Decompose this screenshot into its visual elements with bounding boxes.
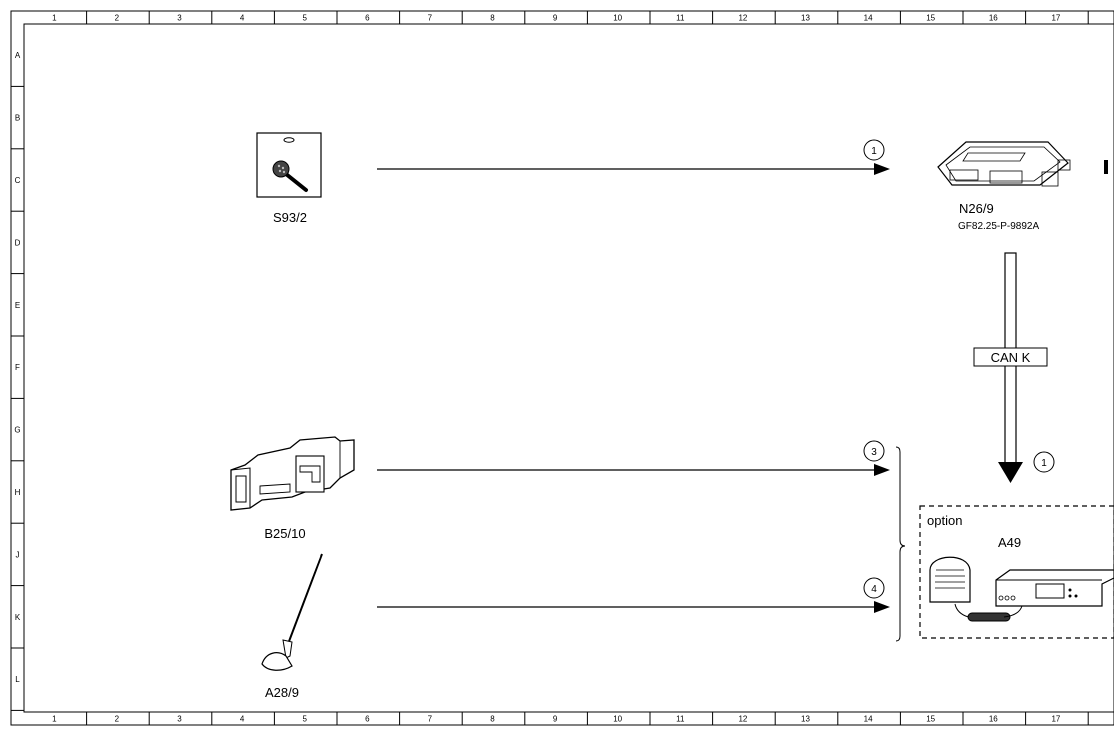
s93-2-knob-icon [272, 160, 290, 178]
column-grid: 1122334455667788991010111112121313141415… [52, 11, 1089, 725]
column-label-top: 3 [177, 14, 182, 23]
column-label-top: 1 [52, 14, 57, 23]
s93-2-frame [256, 132, 322, 198]
column-label-bottom: 1 [52, 715, 57, 724]
row-label: G [14, 426, 20, 435]
s93-2-component: S93/2 [256, 132, 322, 225]
column-label-top: 4 [240, 14, 245, 23]
can-bus-label: CAN K [991, 350, 1031, 365]
row-label: K [15, 613, 21, 622]
n26-9-connector [949, 169, 979, 181]
column-label-top: 10 [613, 14, 622, 23]
a28-9-component: A28/9 [261, 553, 323, 700]
column-label-top: 5 [302, 14, 307, 23]
column-label-bottom: 7 [428, 715, 433, 724]
column-label-bottom: 15 [926, 715, 935, 724]
a28-9-base [261, 652, 293, 671]
column-label-bottom: 12 [738, 715, 747, 724]
column-label-top: 8 [490, 14, 495, 23]
column-label-bottom: 10 [613, 715, 622, 724]
row-label: L [15, 675, 20, 684]
column-label-bottom: 16 [989, 715, 998, 724]
b25-10-component: B25/10 [230, 436, 355, 541]
column-label-top: 13 [801, 14, 810, 23]
marker-1-bus: 1 [1033, 451, 1055, 473]
column-label-top: 12 [738, 14, 747, 23]
column-label-bottom: 6 [365, 715, 370, 724]
column-label-top: 9 [553, 14, 558, 23]
a49-label: A49 [998, 535, 1021, 550]
can-bus-arrowhead [998, 462, 1023, 483]
b25-10-label: B25/10 [264, 526, 305, 541]
row-label: D [15, 238, 21, 247]
n26-9-component: N26/9 GF82.25-P-9892A [937, 141, 1108, 232]
signal-arrow-1 [377, 163, 890, 175]
n26-9-housing [937, 141, 1069, 186]
inner-frame [23, 23, 1114, 713]
a49-cable [967, 612, 1011, 622]
column-label-bottom: 13 [801, 715, 810, 724]
outer-frame [10, 10, 1114, 726]
signal-arrow-3 [377, 464, 890, 476]
column-label-top: 14 [864, 14, 873, 23]
b25-10-connector [295, 455, 325, 493]
svg-text:1: 1 [1041, 458, 1047, 469]
svg-text:1: 1 [871, 146, 877, 157]
s93-2-indicator-icon [283, 137, 295, 143]
row-label: A [15, 51, 21, 60]
row-label: F [15, 363, 20, 372]
s93-2-label: S93/2 [273, 210, 307, 225]
signal-arrow-4 [377, 601, 890, 613]
column-label-bottom: 8 [490, 715, 495, 724]
column-label-bottom: 14 [864, 715, 873, 724]
column-label-top: 6 [365, 14, 370, 23]
can-bus-label-box [973, 347, 1048, 367]
row-label: B [15, 114, 20, 123]
column-label-top: 7 [428, 14, 433, 23]
column-label-top: 11 [676, 14, 685, 23]
n26-9-label-plate [962, 152, 1026, 162]
row-label: J [16, 550, 20, 559]
a49-component: option A49 [919, 505, 1114, 639]
column-label-bottom: 2 [115, 715, 120, 724]
row-label: C [15, 176, 21, 185]
n26-9-reference: GF82.25-P-9892A [958, 221, 1039, 232]
column-label-top: 17 [1051, 14, 1060, 23]
n26-9-label: N26/9 [959, 201, 994, 216]
column-label-bottom: 3 [177, 715, 182, 724]
a28-9-rod [287, 553, 323, 645]
svg-text:4: 4 [871, 584, 877, 595]
row-label: E [15, 301, 20, 310]
column-label-bottom: 11 [676, 715, 685, 724]
n26-9-connector [989, 170, 1023, 184]
column-label-top: 16 [989, 14, 998, 23]
b25-10-body [230, 436, 355, 511]
marker-3: 3 [863, 440, 885, 462]
row-label: H [15, 488, 21, 497]
marker-4: 4 [863, 577, 885, 599]
row-grid: A B C D E F G H J K L [11, 51, 24, 711]
option-label: option [927, 513, 962, 528]
group-brace [895, 446, 906, 642]
column-label-bottom: 17 [1051, 715, 1060, 724]
column-label-bottom: 4 [240, 715, 245, 724]
a49-handset-icon [929, 556, 971, 603]
can-bus: CAN K [973, 252, 1048, 483]
a28-9-label: A28/9 [265, 685, 299, 700]
marker-1-top: 1 [863, 139, 885, 161]
column-label-bottom: 9 [553, 715, 558, 724]
column-label-bottom: 5 [302, 715, 307, 724]
option-box [919, 505, 1114, 639]
column-label-top: 15 [926, 14, 935, 23]
a49-display [1035, 583, 1065, 599]
column-label-top: 2 [115, 14, 120, 23]
svg-text:3: 3 [871, 447, 877, 458]
